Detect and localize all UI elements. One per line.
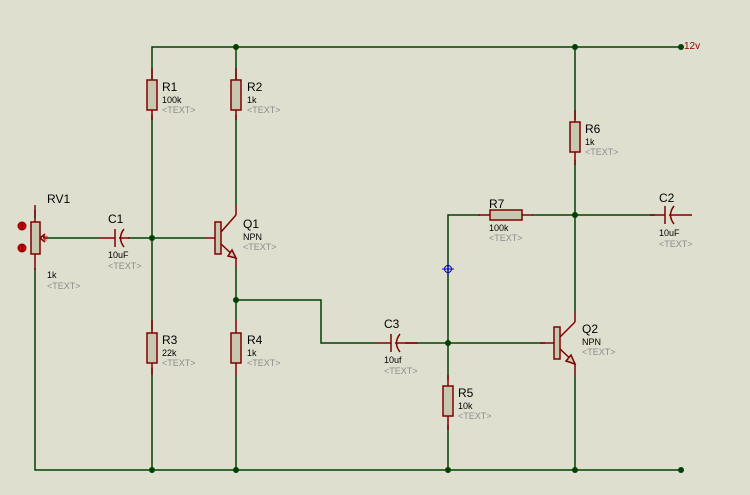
capacitors <box>100 205 692 353</box>
c1-ref: C1 <box>108 212 124 226</box>
potentiometer-rv1[interactable]: 1k <box>30 205 48 270</box>
r1-ref: R1 <box>162 80 178 94</box>
c2-ref: C2 <box>659 191 675 205</box>
c1-value: 10uF <box>108 250 129 260</box>
junction-dot <box>445 467 451 473</box>
rv1-text: <TEXT> <box>47 281 81 291</box>
junction-dot <box>149 467 155 473</box>
r4-text: <TEXT> <box>247 358 281 368</box>
junction-dot <box>233 467 239 473</box>
r7-ref: R7 <box>489 197 505 211</box>
r4-ref: R4 <box>247 333 263 347</box>
r3-ref: R3 <box>162 333 178 347</box>
r6-text: <TEXT> <box>585 147 619 157</box>
r6-value: 1k <box>585 137 595 147</box>
increment-button[interactable] <box>17 221 27 231</box>
capacitor-c3[interactable] <box>375 333 418 353</box>
capacitor-c1[interactable] <box>100 228 130 248</box>
junction-dot <box>233 297 239 303</box>
q2-ref: Q2 <box>582 322 599 336</box>
r7-text: <TEXT> <box>489 233 523 243</box>
wire-q1e-c3[interactable] <box>236 299 375 344</box>
r2-ref: R2 <box>247 80 263 94</box>
junction-dot <box>572 212 578 218</box>
rv1-adjust-buttons <box>17 221 27 253</box>
transistor-q1[interactable] <box>205 205 238 268</box>
r2-value: 1k <box>247 95 257 105</box>
resistors <box>146 68 581 430</box>
resistor-r3[interactable] <box>146 320 158 375</box>
resistor-r7[interactable] <box>478 209 533 221</box>
decrement-button[interactable] <box>17 243 27 253</box>
q1-text: <TEXT> <box>243 242 277 252</box>
power-terminal-label[interactable]: 12v <box>684 41 701 52</box>
c3-value: 10uf <box>384 355 402 365</box>
r6-ref: R6 <box>585 122 601 136</box>
wire-r7-node[interactable] <box>447 214 480 380</box>
r5-text: <TEXT> <box>458 411 492 421</box>
r1-text: <TEXT> <box>162 105 196 115</box>
wire-vcc-rail[interactable] <box>151 46 681 80</box>
crosshair-cursor-icon <box>442 263 454 275</box>
resistor-r4[interactable] <box>230 320 242 375</box>
rv1-ref: RV1 <box>47 192 71 206</box>
r2-text: <TEXT> <box>247 105 281 115</box>
junction-dot <box>445 340 451 346</box>
q2-text: <TEXT> <box>582 347 616 357</box>
junction-dot <box>678 467 684 473</box>
resistor-r2[interactable] <box>230 68 242 120</box>
r7-value: 100k <box>489 223 509 233</box>
junction-dot <box>572 44 578 50</box>
resistor-r6[interactable] <box>569 110 581 165</box>
r1-value: 100k <box>162 95 182 105</box>
r3-value: 22k <box>162 348 177 358</box>
rv1-value: 1k <box>47 270 57 280</box>
wires <box>34 46 681 471</box>
c3-text: <TEXT> <box>384 366 418 376</box>
wire-gnd-rail[interactable] <box>34 268 681 471</box>
c3-ref: C3 <box>384 317 400 331</box>
c2-text: <TEXT> <box>659 239 693 249</box>
r5-value: 10k <box>458 401 473 411</box>
resistor-r5[interactable] <box>442 375 454 430</box>
q1-ref: Q1 <box>243 217 260 231</box>
q1-value: NPN <box>243 232 263 242</box>
junction-dot <box>149 235 155 241</box>
junctions <box>149 44 684 473</box>
junction-dot <box>678 44 684 50</box>
c2-value: 10uF <box>659 228 680 238</box>
junction-dot <box>233 44 239 50</box>
junction-dot <box>572 467 578 473</box>
c1-text: <TEXT> <box>108 261 142 271</box>
svg-text:1k: 1k <box>41 235 47 242</box>
q2-value: NPN <box>582 337 602 347</box>
r4-value: 1k <box>247 348 257 358</box>
transistor-q2[interactable] <box>540 312 577 375</box>
resistor-r1[interactable] <box>146 68 158 120</box>
r3-text: <TEXT> <box>162 358 196 368</box>
r5-ref: R5 <box>458 386 474 400</box>
capacitor-c2[interactable] <box>650 205 692 225</box>
